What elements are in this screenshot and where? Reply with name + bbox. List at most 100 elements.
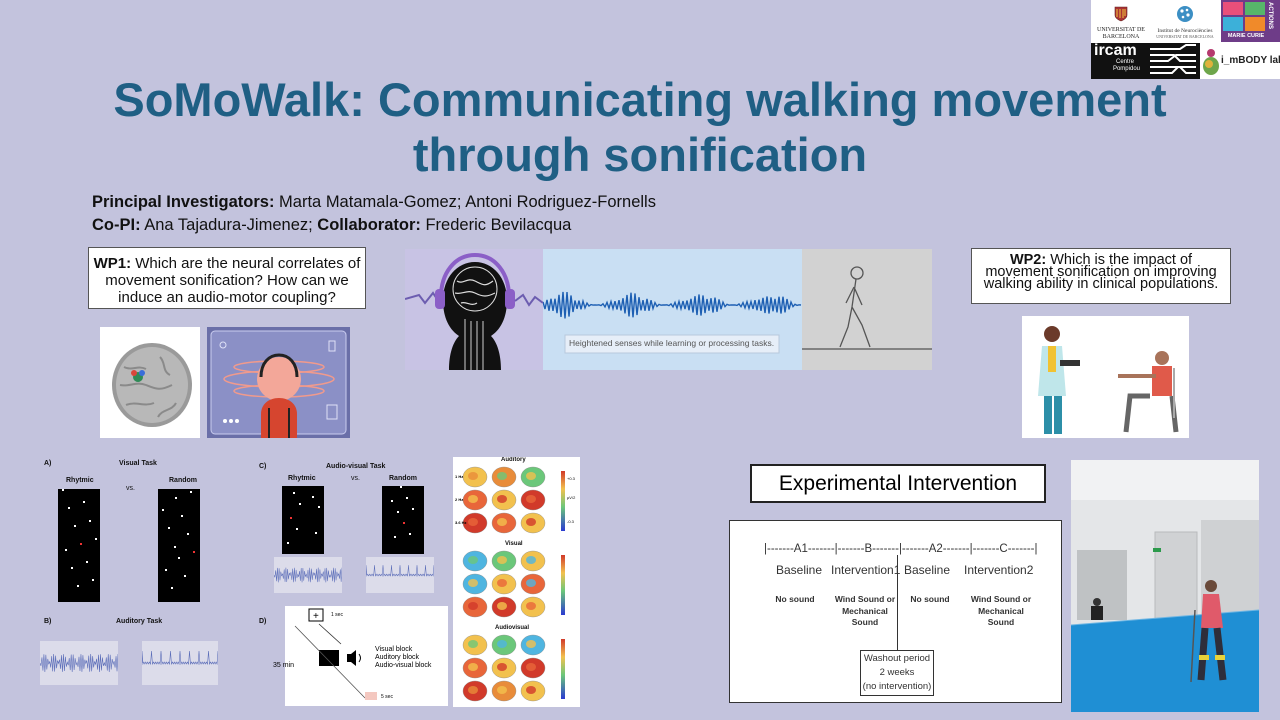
stimulus-dot: [187, 533, 189, 536]
audio-wave-icon: [273, 567, 343, 583]
stimulus-dot: [318, 506, 320, 509]
topo-head-blob: [497, 556, 507, 564]
topo-head-blob: [497, 602, 507, 610]
logos-block: UNIVERSITAT DE BARCELONA Institut de Neu…: [1091, 0, 1280, 79]
stimulus-dot: [171, 587, 173, 590]
stripes-logo-icon: [1146, 43, 1200, 79]
stimulus-dot: [68, 507, 70, 510]
topo-head-blob: [526, 556, 536, 564]
phase-desc-a2-line1: No sound: [910, 594, 950, 604]
wp2-text: Which is the impact of movement sonifica…: [983, 252, 1219, 292]
ircam-logo: ircam Centre Pompidou: [1091, 43, 1146, 79]
phase-desc-c-line2: Mechanical: [978, 605, 1024, 616]
ircam-text: ircam: [1094, 42, 1137, 59]
waveform-icon: [542, 291, 802, 354]
task-a-rhytmic: Rhytmic: [66, 477, 94, 484]
phase-desc-a1-line1: No sound: [775, 594, 815, 604]
walking-figure-panel: [802, 249, 932, 370]
block-design-diagram: +: [294, 608, 377, 700]
wp1-text: Which are the neural correlates of movem…: [105, 255, 361, 306]
pi-label: Principal Investigators:: [92, 193, 275, 211]
stimulus-dot: [77, 585, 79, 588]
stimulus-dot: [95, 537, 97, 540]
stimulus-dot: [89, 519, 91, 522]
mca-side-text: ACTIONS: [1267, 2, 1273, 29]
task-c-random: Random: [389, 475, 417, 482]
topo-scale-mid: µV/2: [567, 495, 576, 500]
washout-box: Washout period 2 weeks (no intervention): [860, 650, 934, 696]
audio-motor-illustration: [207, 327, 350, 438]
task-d-time2: 5 sec: [381, 694, 393, 700]
task-a-vs: vs.: [126, 485, 135, 492]
task-a-label: A): [44, 460, 52, 467]
topo-head-blob: [497, 640, 507, 648]
stimulus-dot: [391, 500, 393, 503]
sonification-banner: Heightened senses while learning or proc…: [405, 249, 932, 370]
page-title: SoMoWalk: Communicating walking movement…: [60, 72, 1220, 182]
task-c-rhytmic: Rhytmic: [288, 475, 316, 482]
stimulus-dot: [74, 525, 76, 528]
topo-head-blob: [526, 495, 536, 503]
topo-scale-max: +0.3: [567, 476, 575, 481]
stimulus-dot: [162, 509, 164, 512]
phase-desc-b-line2: Mechanical: [842, 605, 888, 616]
copi-names: Ana Tajadura-Jimenez;: [140, 216, 318, 234]
collaborator-names: Frederic Bevilacqua: [420, 216, 572, 234]
stimulus-dot: [178, 556, 180, 559]
brain-image: [100, 327, 200, 438]
stimulus-dot: [71, 566, 73, 569]
clinical-illustration: [1022, 316, 1189, 438]
stimulus-dot: [397, 511, 399, 514]
imbody-logo: i_mBODY lab: [1201, 45, 1280, 79]
topo-row1-label: 1 Hz: [455, 474, 464, 479]
ub-logo-text: UNIVERSITAT DE BARCELONA: [1097, 27, 1145, 40]
topo-head-blob: [526, 518, 536, 526]
topo-head-blob: [526, 472, 536, 480]
walking-person-icon: [802, 266, 932, 350]
stimulus-dot: [165, 569, 167, 572]
stimulus-dot: [412, 507, 414, 510]
experimental-heading-text: Experimental Intervention: [778, 472, 1018, 495]
stimulus-dot: [315, 531, 317, 534]
clinician-patient-icon: [1038, 326, 1179, 434]
title-line-2: through sonification: [412, 128, 868, 181]
phase-name-a2: Baseline: [904, 563, 951, 577]
audio-wave-icon: [141, 650, 219, 666]
experimental-design-box: |-------A1-------|-------B-------|------…: [729, 520, 1062, 703]
topo-head-blob: [468, 640, 478, 648]
topography-figure: Auditory Visual Audiovisual 1 Hz 2 Hz 3.…: [453, 457, 580, 707]
wp1-label: WP1:: [93, 255, 132, 272]
topo-head-blob: [468, 579, 478, 587]
av-rhytmic-stimulus-panel: [282, 486, 324, 554]
waveform-panel: Heightened senses while learning or proc…: [542, 249, 802, 370]
phase-desc-c-line3: Sound: [987, 617, 1015, 627]
stimulus-dot: [406, 496, 408, 499]
stimulus-dot: [65, 548, 67, 551]
topo-head-blob: [526, 640, 536, 648]
topo-visual-label: Visual: [505, 541, 523, 547]
topo-head-blob: [468, 556, 478, 564]
phase-desc-c-line1: Wind Sound or: [970, 594, 1032, 604]
stimulus-dot: [193, 551, 195, 554]
phase-desc-a2: No sound: [900, 594, 960, 605]
head-silhouette-icon: [405, 252, 544, 370]
topo-head-blob: [497, 495, 507, 503]
collaborator-label: Collaborator:: [317, 216, 421, 234]
audio-wave-icon: [365, 565, 435, 577]
topo-head-blob: [526, 579, 536, 587]
copi-label: Co-PI:: [92, 216, 141, 234]
stimulus-dot: [403, 522, 405, 525]
stimulus-dot: [181, 514, 183, 517]
av-random-wave: [365, 557, 435, 593]
hallway-photo-illustration: [1071, 460, 1259, 712]
stimulus-dot: [168, 527, 170, 530]
topo-head-blob: [526, 686, 536, 694]
block-design-panel: + 1 sec 35 min Visual block Auditory blo…: [273, 606, 448, 706]
phase-name-c: Intervention2: [964, 563, 1034, 577]
hallway-walking-photo: [1071, 460, 1259, 712]
phase-desc-b-line1: Wind Sound or: [834, 594, 896, 604]
neuron-dots-icon: [1177, 6, 1193, 22]
imbody-text: i_mBODY lab: [1221, 55, 1280, 66]
stimulus-dot: [293, 492, 295, 495]
stimulus-dot: [92, 579, 94, 582]
